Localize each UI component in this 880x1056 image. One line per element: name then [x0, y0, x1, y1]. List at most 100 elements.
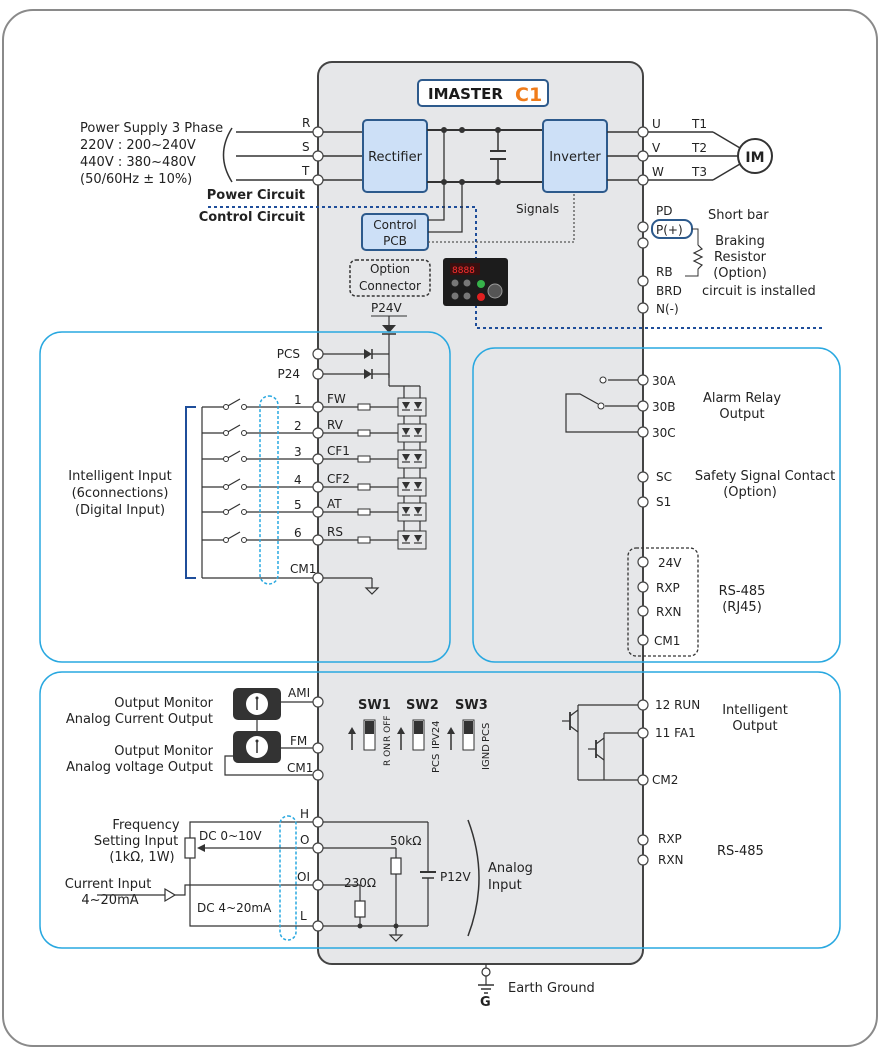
- input-number: 4: [294, 473, 302, 487]
- control-circuit-label: Control Circuit: [199, 210, 305, 225]
- svg-text:Power Supply 3 Phase: Power Supply 3 Phase: [80, 121, 223, 136]
- svg-text:Analog Current Output: Analog Current Output: [66, 712, 213, 727]
- motor-line-t1: T1: [691, 117, 707, 131]
- p12v-label: P12V: [440, 870, 472, 884]
- svg-text:R OFF: R OFF: [383, 715, 393, 742]
- output-transistors: [562, 704, 638, 781]
- terminal-p24: P24: [277, 367, 300, 381]
- svg-text:220V : 200~240V: 220V : 200~240V: [80, 138, 196, 153]
- inverter-label: Inverter: [549, 150, 601, 165]
- svg-text:IPV24: IPV24: [431, 720, 442, 749]
- terminal-o: O: [300, 833, 309, 847]
- terminal-t: T: [301, 164, 310, 178]
- relay-section: [472, 347, 841, 663]
- intelligent-input-section: [39, 331, 451, 663]
- svg-text:PCS: PCS: [431, 754, 442, 773]
- terminal-s1: S1: [656, 495, 671, 509]
- terminal-cm2: CM2: [652, 773, 678, 787]
- voltmeter-icon: [233, 731, 281, 763]
- terminal-pd: PD: [656, 204, 672, 218]
- terminal-u: U: [652, 117, 661, 131]
- input-number: 6: [294, 526, 302, 540]
- ground-letter: G: [480, 995, 491, 1010]
- svg-text:(Digital Input): (Digital Input): [75, 503, 165, 518]
- svg-text:(1kΩ, 1W): (1kΩ, 1W): [109, 850, 174, 865]
- svg-text:Control: Control: [373, 218, 416, 232]
- terminal-h: H: [300, 807, 309, 821]
- shield-wire: [259, 395, 279, 585]
- rectifier-block: [362, 119, 428, 193]
- input-number: 5: [294, 498, 302, 512]
- power-circuit-label: Power Circuit: [207, 188, 305, 203]
- svg-text:Input: Input: [488, 878, 522, 893]
- dc-voltage-label: DC 0~10V: [199, 829, 262, 843]
- terminal-fm: FM: [290, 734, 307, 748]
- short-bar-label: Short bar: [708, 208, 769, 223]
- svg-text:Alarm Relay: Alarm Relay: [703, 391, 781, 406]
- resistor-50k: 50kΩ: [390, 834, 421, 848]
- motor-label: IM: [745, 150, 764, 166]
- svg-text:Output: Output: [732, 719, 777, 734]
- sw3-label: SW3: [455, 698, 488, 713]
- input-function: RV: [327, 418, 344, 432]
- svg-text:Braking: Braking: [715, 234, 765, 249]
- terminal-rb: RB: [656, 265, 673, 279]
- intelligent-input-label: Intelligent Input (6connections) (Digita…: [68, 469, 171, 518]
- rj45-connector: [627, 547, 699, 657]
- terminal-11-fa1: 11 FA1: [655, 726, 696, 740]
- svg-text:4~20mA: 4~20mA: [81, 893, 138, 908]
- svg-text:PCS: PCS: [481, 723, 492, 742]
- terminal-cm1-analog: CM1: [287, 761, 313, 775]
- terminal-cm1-rj45: CM1: [654, 634, 680, 648]
- terminal-12-run: 12 RUN: [655, 698, 700, 712]
- rectifier-label: Rectifier: [368, 150, 422, 165]
- terminal-oi: OI: [297, 870, 310, 884]
- svg-text:(Option): (Option): [723, 485, 777, 500]
- terminal-rxn: RXN: [658, 853, 684, 867]
- svg-text:Resistor: Resistor: [714, 250, 767, 265]
- terminal-s: S: [302, 140, 310, 154]
- svg-text:(50/60Hz ± 10%): (50/60Hz ± 10%): [80, 172, 192, 187]
- terminal-30b: 30B: [652, 400, 676, 414]
- sw1-label: SW1: [358, 698, 391, 713]
- ammeter-icon: [233, 688, 281, 720]
- terminal-n: N(-): [656, 302, 679, 316]
- shield-wire-analog: [279, 815, 297, 941]
- svg-text:Safety Signal Contact: Safety Signal Contact: [695, 469, 835, 484]
- terminal-cm1-input: CM1: [290, 562, 316, 576]
- input-function: AT: [327, 497, 342, 511]
- svg-text:(6connections): (6connections): [72, 486, 169, 501]
- terminal-rxp-rj45: RXP: [656, 581, 680, 595]
- input-row-5: 5 AT: [202, 497, 427, 522]
- logo-text: IMASTER: [428, 85, 503, 103]
- sw2-label: SW2: [406, 698, 439, 713]
- braking-note: circuit is installed: [702, 284, 816, 299]
- svg-text:Intelligent: Intelligent: [722, 703, 788, 718]
- terminal-w: W: [652, 165, 664, 179]
- p24v-label: P24V: [371, 301, 403, 315]
- power-control-divider: [208, 206, 822, 329]
- rs485-label: RS-485: [717, 844, 764, 859]
- terminal-pcs: PCS: [277, 347, 300, 361]
- terminal-ami: AMI: [288, 686, 310, 700]
- motor-icon: [737, 138, 773, 174]
- terminal-l: L: [300, 909, 307, 923]
- resistor-230: 230Ω: [344, 876, 376, 890]
- svg-text:Current Input: Current Input: [65, 877, 152, 892]
- input-function: FW: [327, 392, 346, 406]
- dip-switches: SW1 SW2 SW3 R OFF R ON IPV24 PCS PCS IGN…: [348, 698, 492, 773]
- svg-text:Analog: Analog: [488, 861, 533, 876]
- svg-text:R ON: R ON: [383, 743, 393, 766]
- motor-line-t2: T2: [691, 141, 707, 155]
- svg-text:IGND: IGND: [481, 744, 492, 770]
- svg-text:(Option): (Option): [713, 266, 767, 281]
- power-supply-label: Power Supply 3 Phase 220V : 200~240V 440…: [80, 121, 223, 187]
- terminal-rxn-rj45: RXN: [656, 605, 682, 619]
- terminal-24v: 24V: [658, 556, 682, 570]
- svg-text:Connector: Connector: [359, 279, 421, 293]
- earth-ground-label: Earth Ground: [508, 981, 595, 996]
